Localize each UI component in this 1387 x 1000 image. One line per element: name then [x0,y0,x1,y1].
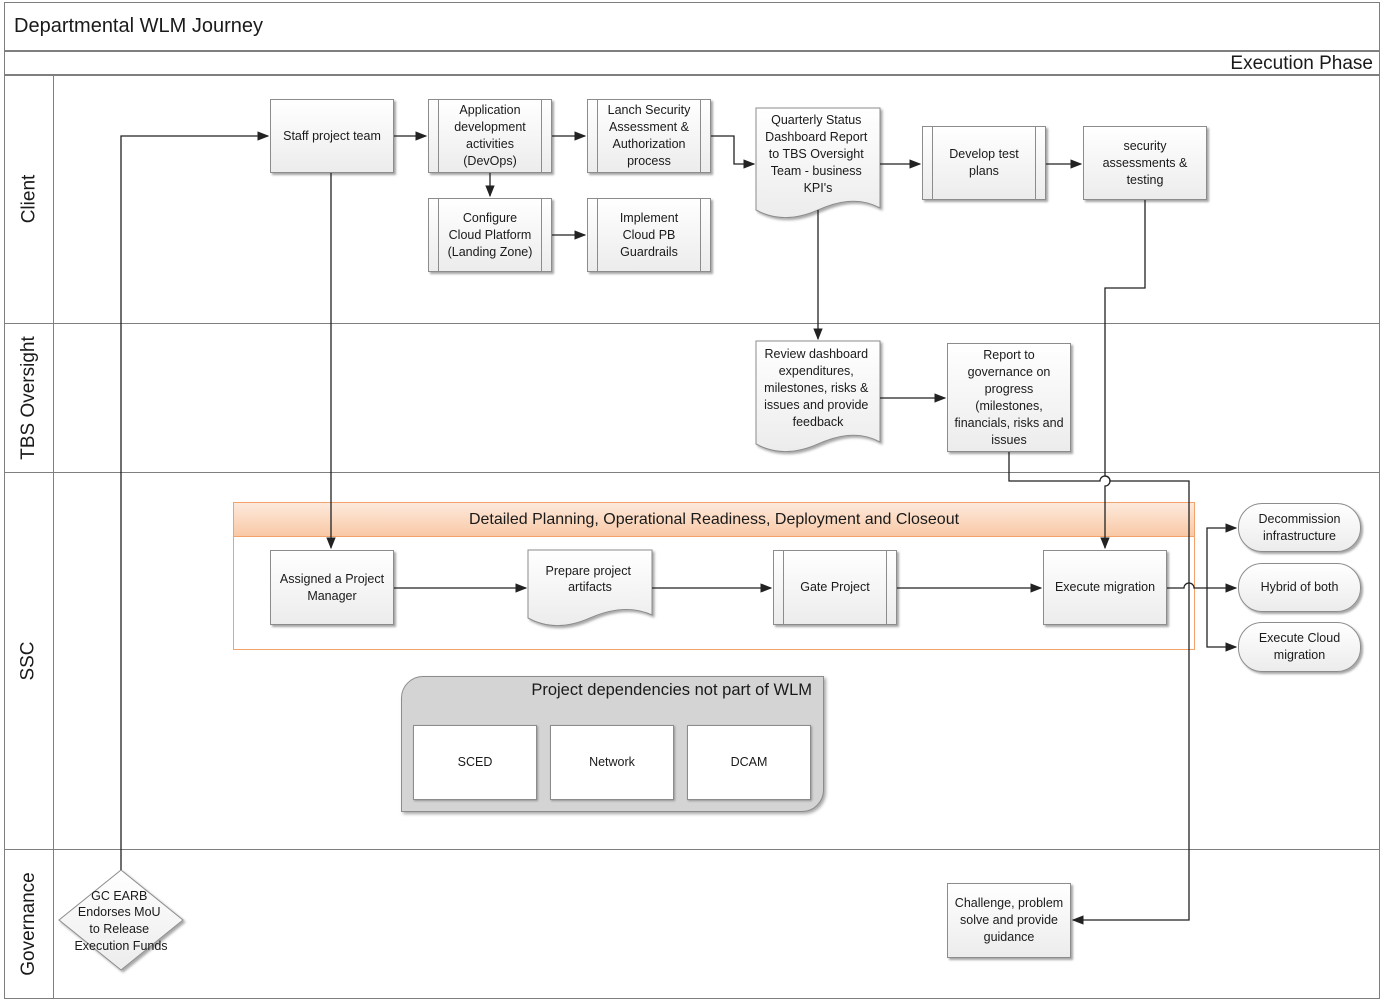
diagram-title-bar: Departmental WLM Journey [4,2,1380,51]
phase-label: Execution Phase [1230,53,1373,74]
quarterly-report-text: Quarterly Status Dashboard Report to TBS… [765,113,871,195]
lane-divider [4,472,1380,473]
lane-divider [4,323,1380,324]
connector-report-to-challenge [1008,452,1190,925]
connector-execute-to-decommission [1206,523,1238,588]
lane-label-column [4,75,54,999]
dependency-dcam[interactable]: DCAM [687,725,811,800]
prepare-artifacts-document [527,549,653,627]
gc-earb-decision [58,869,184,971]
gate-project-box[interactable]: Gate Project [773,550,897,625]
dependency-network[interactable]: Network [550,725,674,800]
diagram-title: Departmental WLM Journey [14,15,263,37]
connector-security-to-quarterly [711,135,756,169]
phase-header: Execution Phase [4,51,1380,75]
gc-earb-text: GC EARB Endorses MoU to Release Executio… [74,889,167,953]
connector-execute-to-cloud [1206,588,1238,652]
ssc-phase-group-title: Detailed Planning, Operational Readiness… [233,502,1195,537]
connector-earb-to-staff [120,131,270,870]
review-dashboard-text: Review dashboard expenditures, milestone… [764,347,872,429]
connector-sectesting-to-execute [1100,200,1146,550]
execute-migration-box[interactable]: Execute migration [1043,550,1167,625]
swimlane-pool [4,75,1380,999]
dependencies-title: Project dependencies not part of WLM [531,681,812,699]
dependency-sced[interactable]: SCED [413,725,537,800]
hybrid-terminal[interactable]: Hybrid of both [1238,563,1361,612]
lane-divider [4,849,1380,850]
prepare-artifacts-text: Prepare project artifacts [546,564,635,594]
connector-execute-to-hybrid [1167,582,1238,593]
quarterly-report-document [755,107,881,219]
staff-project-team-box[interactable]: Staff project team [270,99,394,173]
review-dashboard-document [755,340,881,453]
